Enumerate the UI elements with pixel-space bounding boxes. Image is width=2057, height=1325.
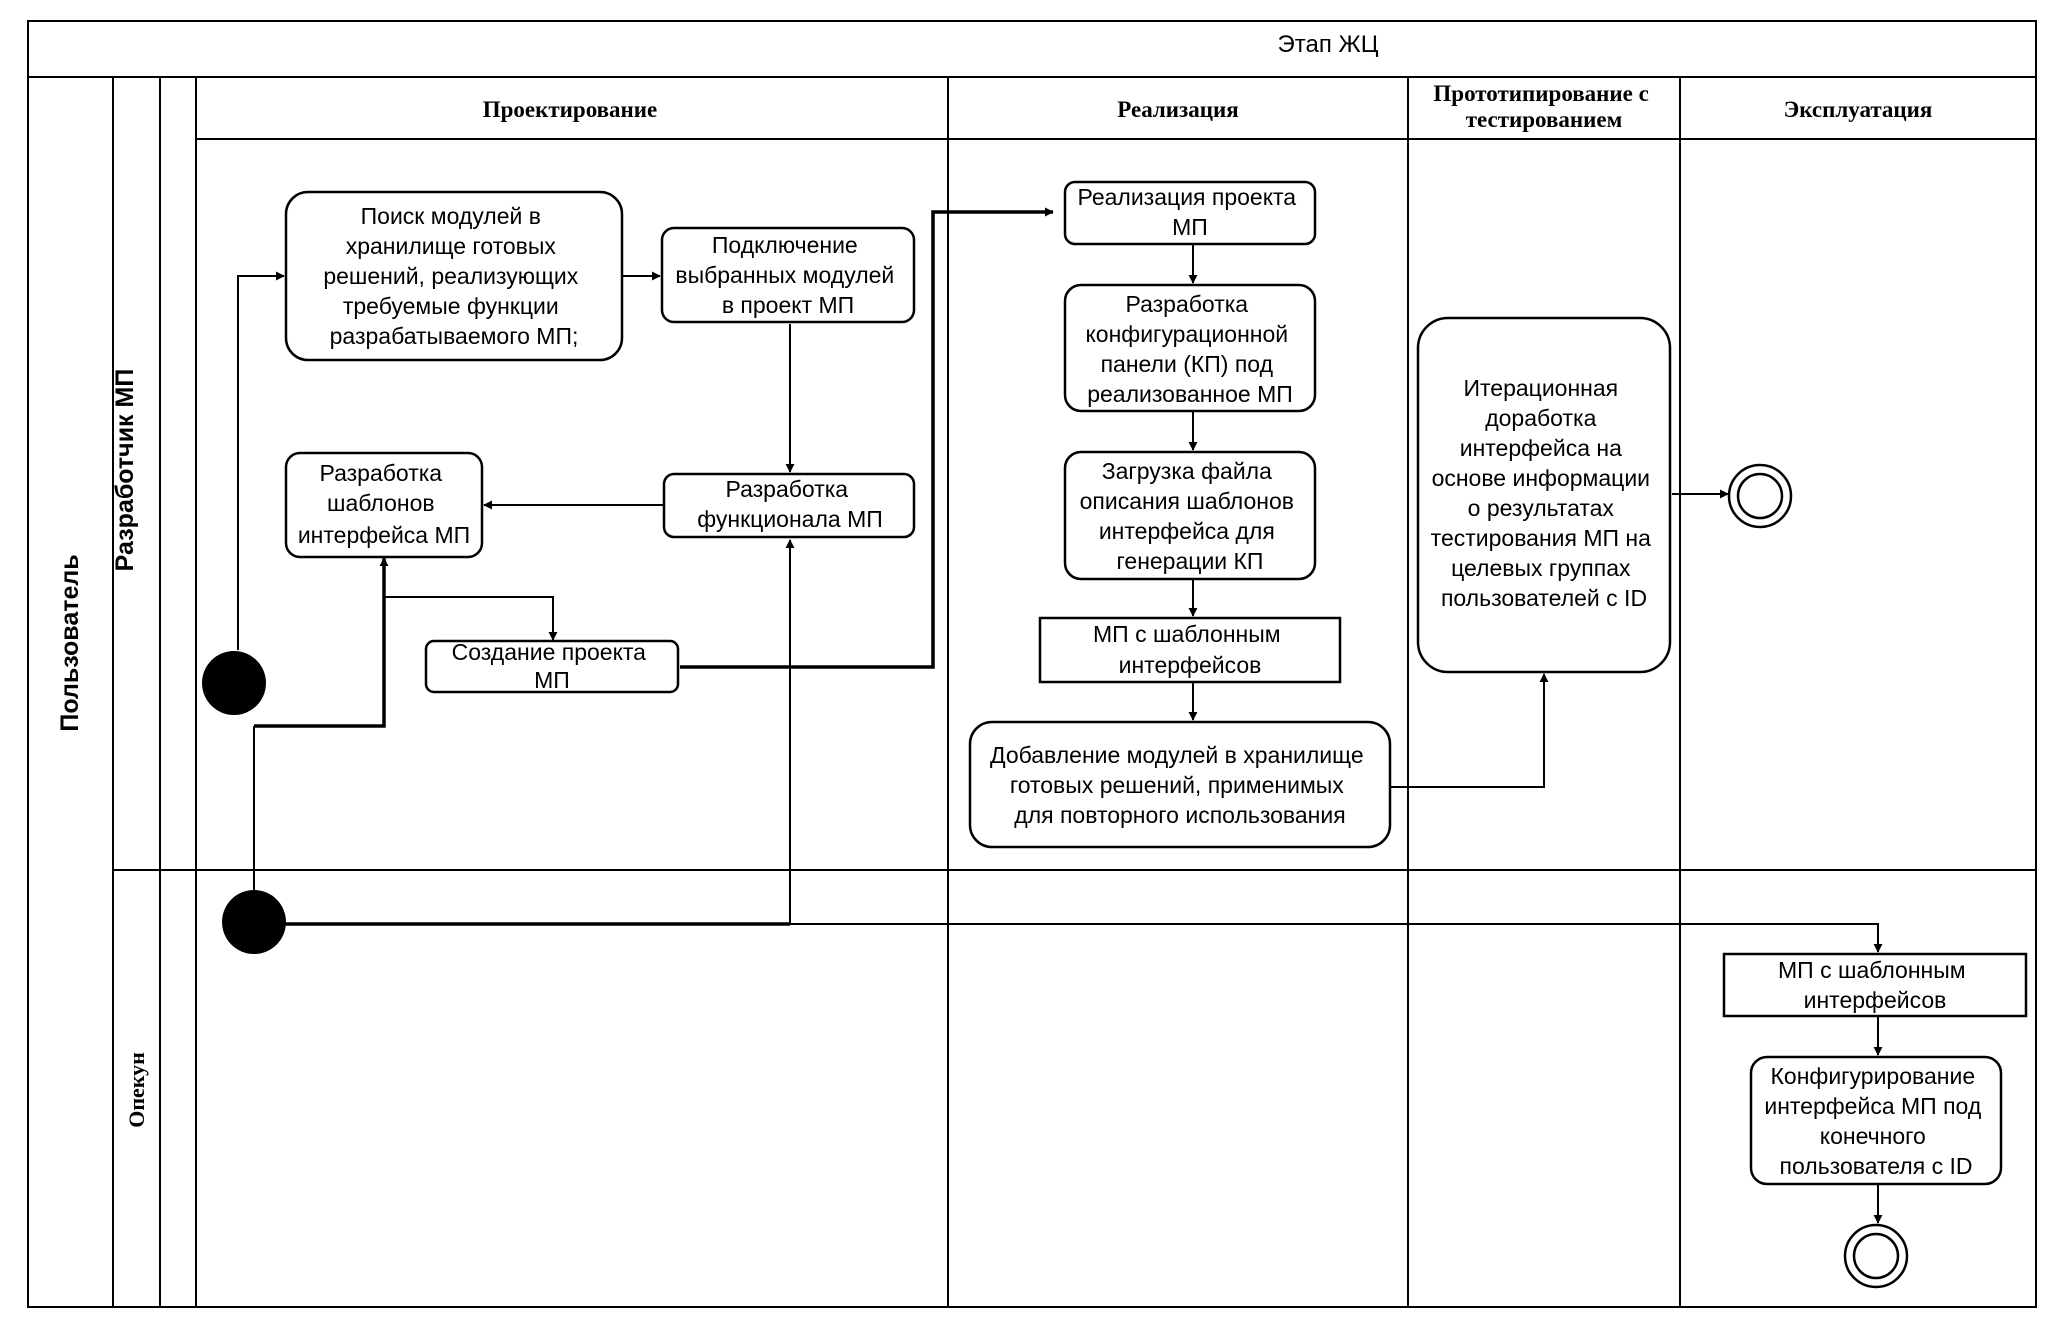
svg-text:Реализация проекта МП: Реализация проекта МП xyxy=(1078,184,1303,240)
svg-text:Загрузка файла описания: Загрузка файла описания шаблонов интерфе… xyxy=(1080,458,1301,574)
svg-text:Итерационная доработка: Итерационная доработка интерфейса на осн… xyxy=(1431,375,1658,611)
end-node-developer xyxy=(1727,463,1793,529)
svg-text:МП с шаблонным интерфейс: МП с шаблонным интерфейсов xyxy=(1093,621,1287,678)
node-develop-functional: Разработка функционала МП xyxy=(662,472,916,539)
node-config-panel: Разработка конфигурационной панели (КП) … xyxy=(1063,283,1317,413)
svg-text:Создание проекта МП: Создание проекта МП xyxy=(452,639,653,693)
node-create-project: Создание проекта МП xyxy=(424,639,680,694)
flow-edges xyxy=(237,207,1883,1224)
lane-label-guardian: Опекун xyxy=(124,1052,149,1128)
node-mp-templates-object-operation: МП с шаблонным интерфейсов xyxy=(1722,952,2028,1018)
svg-text:МП с шаблонным интерфейс: МП с шаблонным интерфейсов xyxy=(1778,957,1972,1013)
svg-text:Подключение выбранных мо: Подключение выбранных модулей в проект М… xyxy=(675,232,900,318)
svg-text:Разработка функционала М: Разработка функционала МП xyxy=(697,476,883,532)
svg-text:Конфигурирование интерфе: Конфигурирование интерфейса МП под конеч… xyxy=(1764,1063,1987,1179)
node-implement-project: Реализация проекта МП xyxy=(1063,180,1317,246)
node-connect-modules: Подключение выбранных модулей в проект М… xyxy=(660,226,916,324)
svg-text:Добавление модулей в хранилище: Добавление модулей в хранилище готовых р… xyxy=(990,742,1370,828)
lane-label-developer: Разработчик МП xyxy=(111,369,139,572)
column-header-prototyping: Прототипирование с тестированием xyxy=(1433,81,1654,132)
pool-label: Пользователь xyxy=(56,554,84,731)
start-node-guardian xyxy=(222,890,286,954)
node-search-modules: Поиск модулей в хранилище готовых решени… xyxy=(284,190,624,362)
node-add-modules: Добавление модулей в хранилище готовых р… xyxy=(968,720,1392,849)
node-iterative-refinement: Итерационная доработка интерфейса на осн… xyxy=(1416,316,1672,674)
svg-text:Разработка конфигурацион: Разработка конфигурационной панели (КП) … xyxy=(1085,291,1294,407)
column-header-operation: Эксплуатация xyxy=(1784,97,1933,122)
node-configure-interface: Конфигурирование интерфейса МП под конеч… xyxy=(1749,1055,2003,1186)
svg-text:Поиск модулей в хранилищ: Поиск модулей в хранилище готовых решени… xyxy=(323,203,584,349)
node-load-file: Загрузка файла описания шаблонов интерфе… xyxy=(1063,450,1317,581)
column-header-design: Проектирование xyxy=(483,97,658,122)
node-mp-templates-object: МП с шаблонным интерфейсов xyxy=(1038,616,1342,684)
start-node-developer xyxy=(202,651,266,715)
svg-text:Разработка шаблонов: Разработка шаблонов интерфейса МП xyxy=(298,460,470,548)
node-develop-templates: Разработка шаблонов интерфейса МП xyxy=(284,451,484,559)
end-node-guardian xyxy=(1843,1223,1909,1289)
column-header-implementation: Реализация xyxy=(1117,97,1239,122)
diagram-title: Этап ЖЦ xyxy=(1278,31,1379,58)
swimlane-frame xyxy=(27,20,2037,1308)
